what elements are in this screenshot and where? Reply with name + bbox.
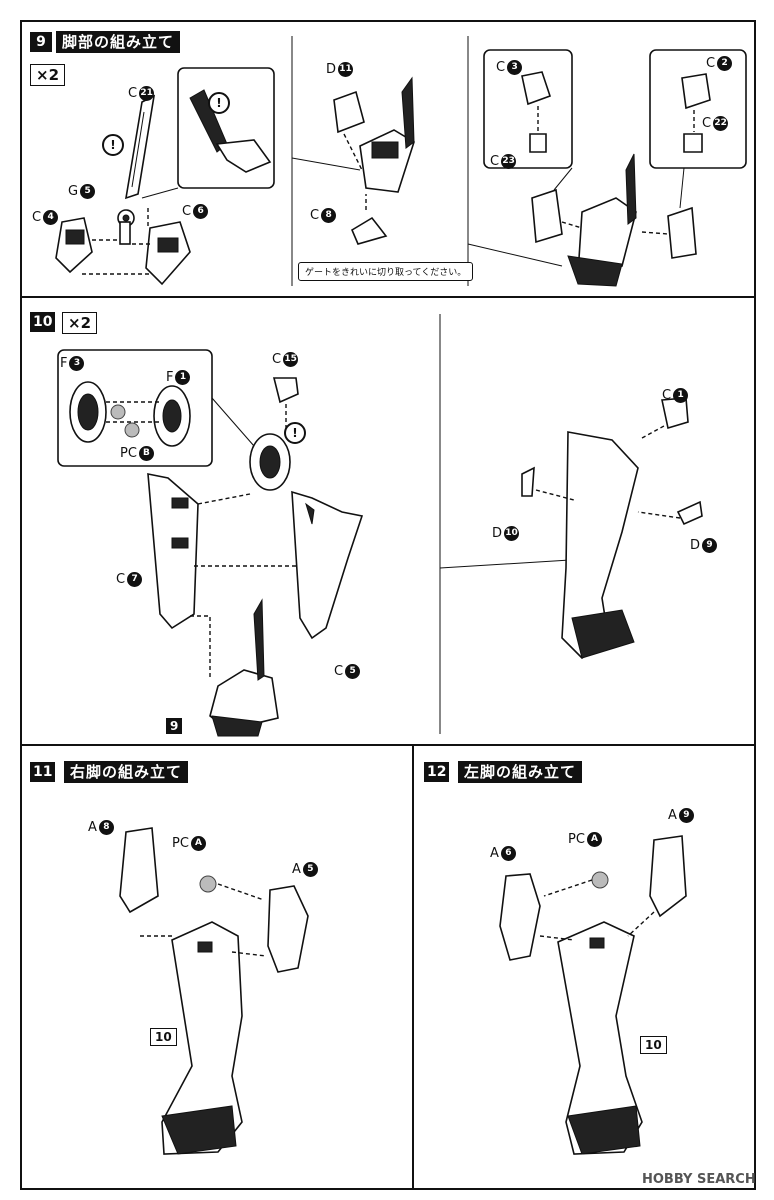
quantity-multiplier: ×2 (30, 64, 66, 86)
reference-step-9: 9 (166, 718, 183, 734)
step-number: 11 (30, 762, 56, 782)
caution-icon: ! (102, 134, 124, 156)
quantity-multiplier: ×2 (62, 312, 98, 334)
caution-icon: ! (208, 92, 230, 114)
reference-step-10: 10 (640, 1036, 667, 1054)
step-number: 9 (30, 32, 52, 52)
step-number: 12 (424, 762, 450, 782)
step-9-illustration (55, 36, 747, 287)
step-9-panel: 9 脚部の組み立て ×2 (20, 20, 756, 298)
step-number: 10 (30, 312, 56, 332)
reference-step-10: 10 (150, 1028, 177, 1046)
step-title: 脚部の組み立て (56, 31, 181, 53)
step-11-illustration (119, 827, 309, 1155)
step-10-panel: 10 ×2 ! (20, 296, 756, 746)
watermark-hobby-search: HOBBY SEARCH (642, 1172, 756, 1187)
step-title: 右脚の組み立て (64, 761, 189, 783)
gate-cut-note: ゲートをきれいに切り取ってください。 (298, 262, 474, 281)
step-12-illustration (499, 835, 687, 1155)
step-10-illustration (57, 314, 703, 737)
caution-icon: ! (284, 422, 306, 444)
step-title: 左脚の組み立て (458, 761, 583, 783)
